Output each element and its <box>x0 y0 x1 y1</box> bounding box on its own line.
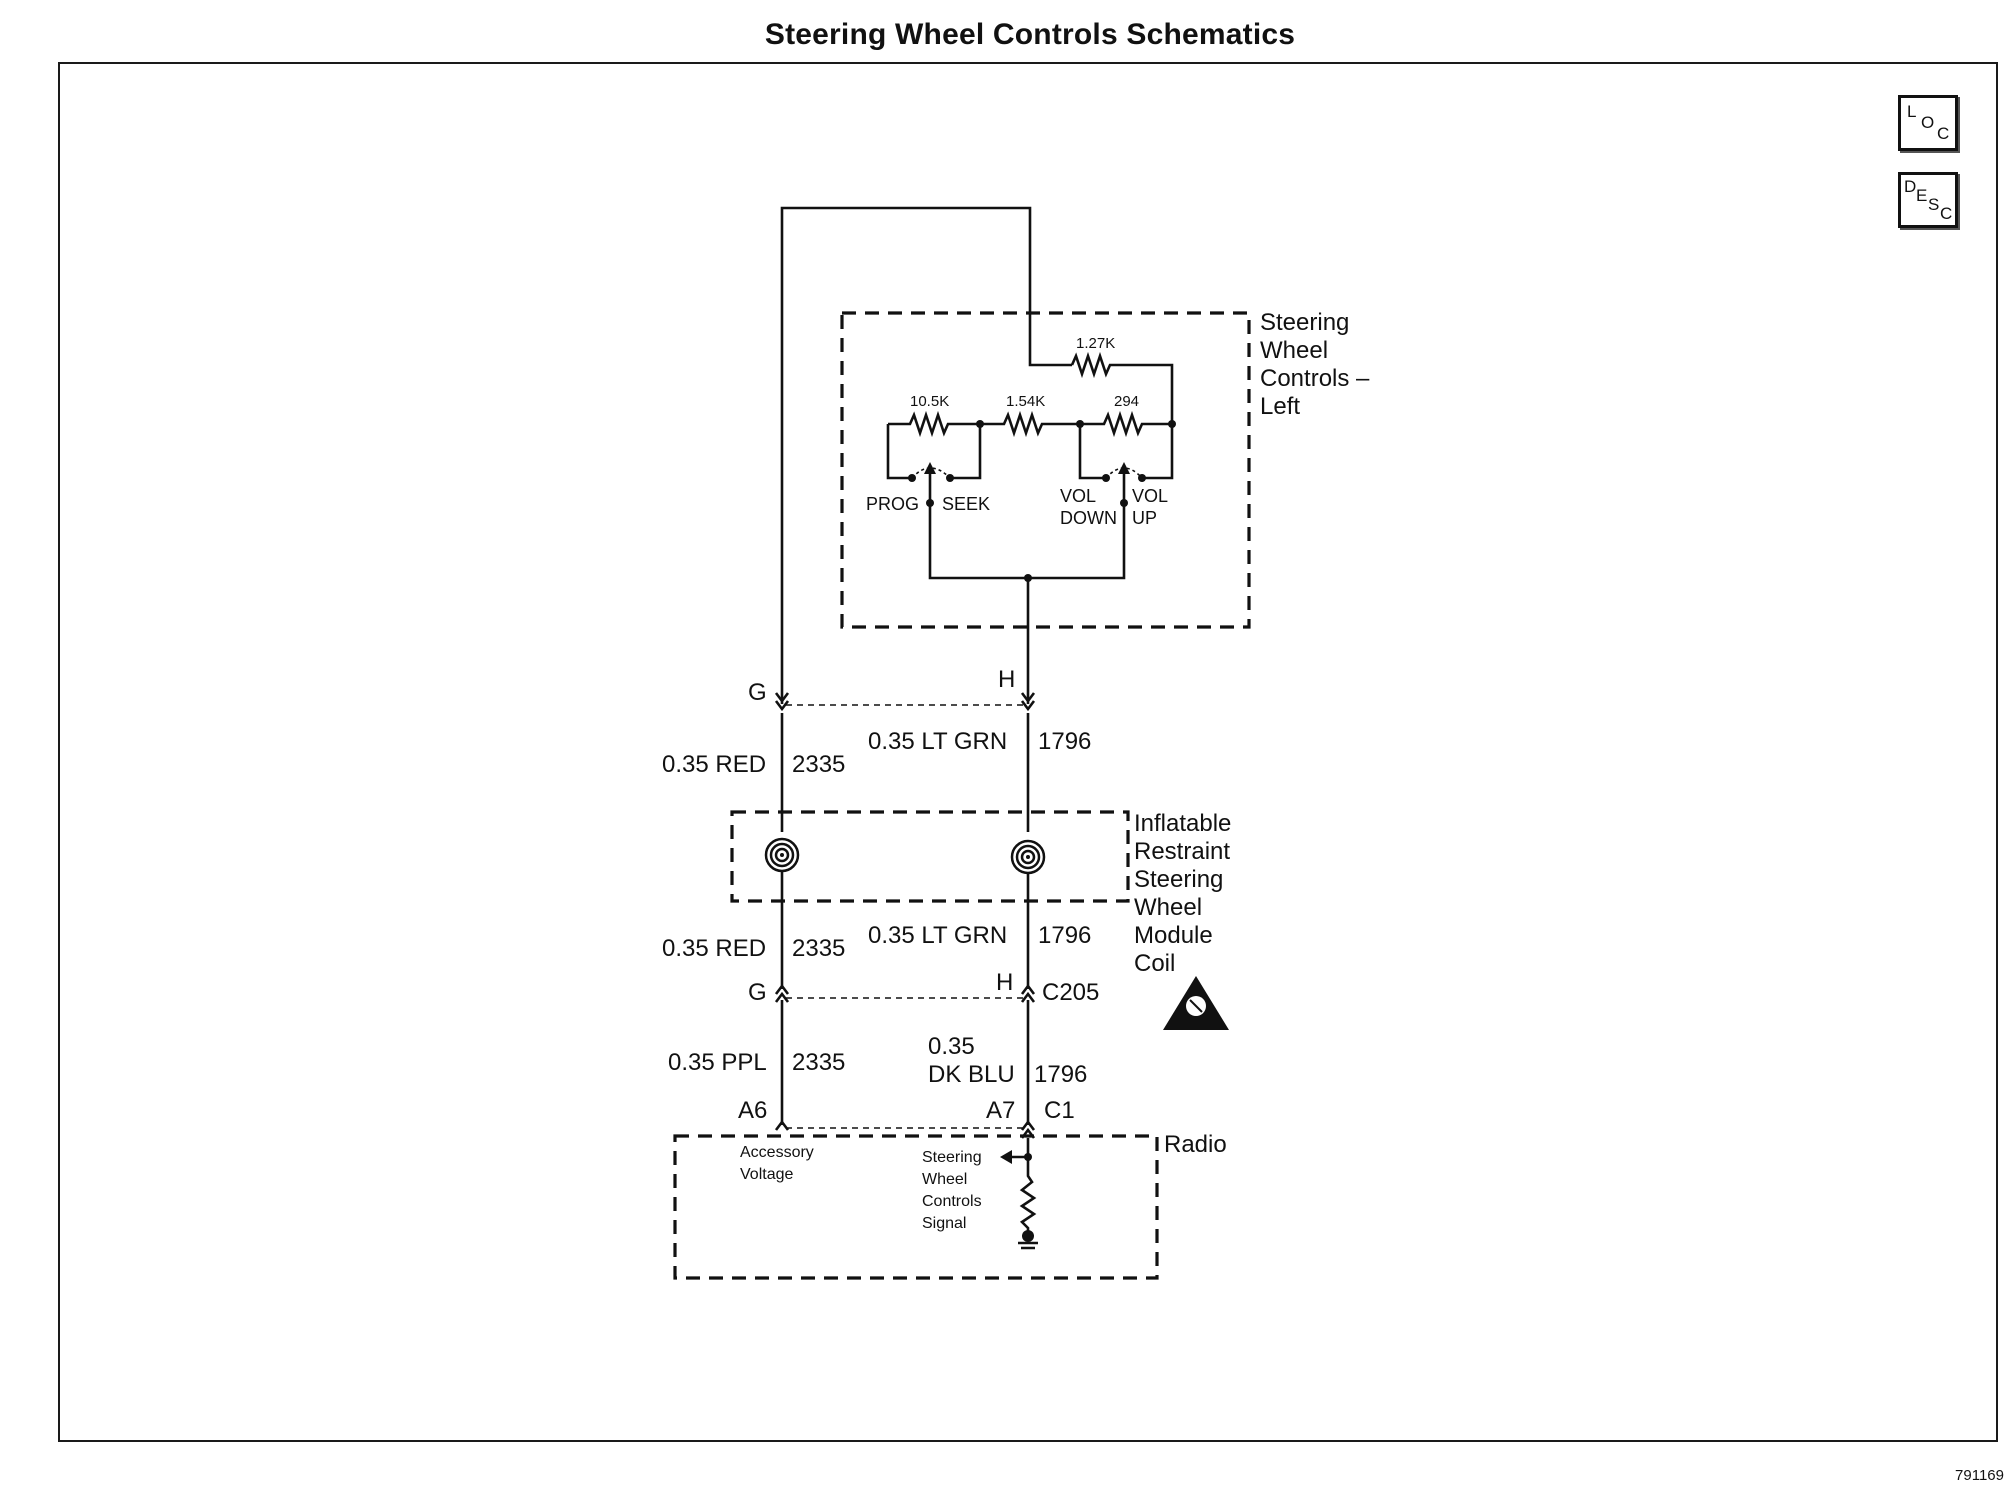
desc-letter-c: C <box>1940 204 1953 223</box>
component-label-swc-line4: Left <box>1260 393 1300 420</box>
radio-label-accessory-line2: Voltage <box>740 1166 793 1183</box>
component-label-swc-line3: Controls – <box>1260 365 1370 392</box>
radio-label-signal-line4: Signal <box>922 1215 966 1232</box>
wire-spec-red-upper: 0.35 RED <box>662 751 766 778</box>
switch-label-prog: PROG <box>866 494 919 514</box>
page-title: Steering Wheel Controls Schematics <box>764 18 1296 51</box>
radio-label-signal-line3: Controls <box>922 1193 982 1210</box>
component-label-swc-line2: Wheel <box>1260 337 1328 364</box>
wire-circuit-ppl: 2335 <box>792 1049 845 1076</box>
component-label-coil-line3: Steering <box>1134 866 1223 893</box>
resistor-1-27k <box>1070 351 1174 424</box>
vol-up-contact-wire <box>1142 424 1174 480</box>
seek-contact-wire <box>950 424 982 480</box>
wire-loop-top <box>780 206 1072 704</box>
radio-internal-circuit <box>1000 1138 1038 1250</box>
connector-label-c1: C1 <box>1044 1097 1075 1124</box>
right-switch-pivot <box>1120 499 1128 507</box>
system-description-symbol[interactable]: D E S C <box>1898 172 1958 228</box>
connector-label-a7: A7 <box>986 1097 1015 1124</box>
switch-label-vol-down-line1: VOL <box>1060 486 1096 506</box>
resistor-label-10-5k: 10.5K <box>910 393 949 410</box>
component-label-coil-line1: Inflatable <box>1134 810 1231 837</box>
wire-spec-dkblu-line2: DK BLU <box>928 1061 1015 1088</box>
desc-letter-d: D <box>1904 177 1917 196</box>
resistor-label-294: 294 <box>1114 393 1139 410</box>
wire-spec-dkblu-line1: 0.35 <box>928 1033 975 1060</box>
radio-label-signal-line1: Steering <box>922 1149 982 1166</box>
connector-label-c205: C205 <box>1042 979 1099 1006</box>
component-label-radio: Radio <box>1164 1131 1227 1158</box>
connector-c205 <box>774 983 1036 1003</box>
junction-dot <box>1024 574 1032 582</box>
loc-letter-c: C <box>1937 124 1950 143</box>
connector-g-h-top <box>774 692 1036 712</box>
wire-spec-ltgrn-upper: 0.35 LT GRN <box>868 728 1007 755</box>
connector-label-g-mid: G <box>748 979 767 1006</box>
switch-label-seek: SEEK <box>942 494 990 514</box>
switch-label-vol-down-line2: DOWN <box>1060 508 1117 528</box>
connector-label-h-mid: H <box>996 969 1013 996</box>
connector-label-h-top: H <box>998 666 1015 693</box>
component-label-coil-line2: Restraint <box>1134 838 1230 865</box>
right-switch-arrow <box>1118 462 1130 474</box>
wire-circuit-ltgrn-upper: 1796 <box>1038 728 1091 755</box>
radio-label-accessory-line1: Accessory <box>740 1144 814 1161</box>
wire-spec-red-lower: 0.35 RED <box>662 935 766 962</box>
switch-label-vol-up-line1: VOL <box>1132 486 1168 506</box>
wire-spec-ltgrn-lower: 0.35 LT GRN <box>868 922 1007 949</box>
wire-spec-ppl: 0.35 PPL <box>668 1049 767 1076</box>
coil-spiral-left <box>764 837 800 873</box>
wire-circuit-red-lower: 2335 <box>792 935 845 962</box>
resistor-label-1-27k: 1.27K <box>1076 335 1115 352</box>
component-location-symbol[interactable]: L O C <box>1898 95 1958 151</box>
component-label-coil-line6: Coil <box>1134 950 1175 977</box>
prog-contact-wire <box>886 424 912 480</box>
desc-letter-e: E <box>1916 186 1928 205</box>
resistor-chain <box>888 410 1174 438</box>
wire-circuit-ltgrn-lower: 1796 <box>1038 922 1091 949</box>
steering-wheel-controls-box <box>840 311 1251 629</box>
right-switch-arc <box>1105 467 1143 479</box>
vol-down-contact-wire <box>1078 424 1106 480</box>
diagram-frame <box>58 62 1998 1442</box>
airbag-warning-icon <box>1163 976 1229 1030</box>
connector-label-g-top: G <box>748 679 767 706</box>
radio-box <box>673 1134 1159 1280</box>
figure-number: 791169 <box>1955 1467 2004 1484</box>
desc-letter-s: S <box>1928 195 1940 214</box>
component-label-swc-line1: Steering <box>1260 309 1349 336</box>
coil-box <box>730 810 1130 903</box>
resistor-label-1-54k: 1.54K <box>1006 393 1045 410</box>
switch-label-vol-up-line2: UP <box>1132 508 1157 528</box>
coil-spiral-right <box>1010 839 1046 875</box>
wire-circuit-red-upper: 2335 <box>792 751 845 778</box>
loc-letter-o: O <box>1921 113 1935 132</box>
wire-circuit-dkblu: 1796 <box>1034 1061 1087 1088</box>
radio-label-signal-line2: Wheel <box>922 1171 967 1188</box>
resistor-network <box>886 351 1176 582</box>
loc-letter-l: L <box>1907 102 1917 121</box>
component-label-coil-line4: Wheel <box>1134 894 1202 921</box>
component-label-coil-line5: Module <box>1134 922 1213 949</box>
left-switch-arrow <box>924 462 936 474</box>
connector-label-a6: A6 <box>738 1097 767 1124</box>
